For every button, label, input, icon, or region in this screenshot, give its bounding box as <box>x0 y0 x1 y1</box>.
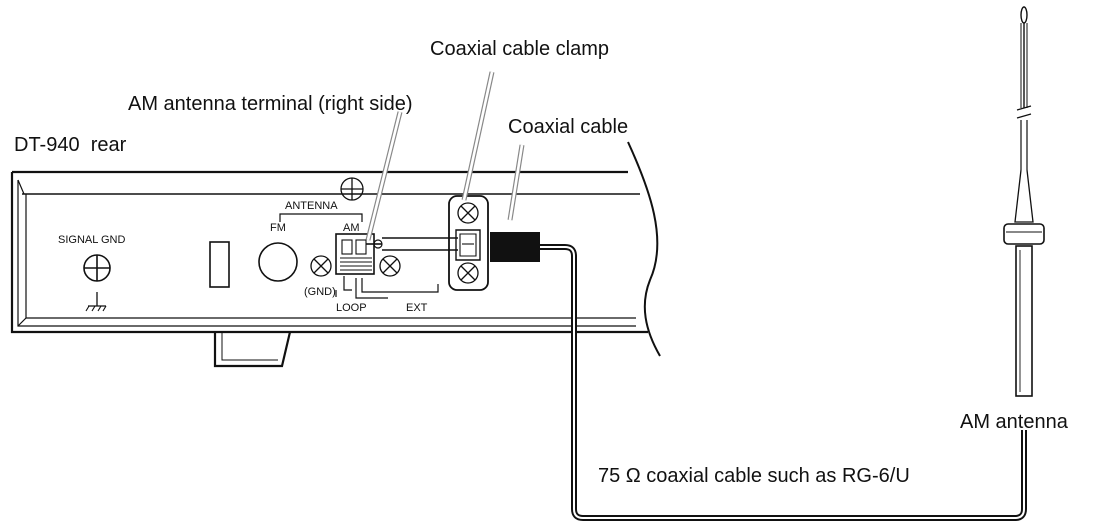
internal-wire <box>382 237 458 251</box>
antenna-bracket <box>279 213 363 222</box>
clamp-label: Coaxial cable clamp <box>430 38 609 60</box>
cable-spec-label: 75 Ω coaxial cable such as RG-6/U <box>598 465 910 487</box>
am-text: AM <box>343 222 360 234</box>
panel-slot <box>209 241 230 288</box>
fm-connector-icon <box>258 242 298 282</box>
ext-text: EXT <box>406 302 428 314</box>
screw-icon <box>310 255 332 277</box>
antenna-text: ANTENNA <box>285 200 338 212</box>
terminal-label: AM antenna terminal (right side) <box>128 93 413 115</box>
signal-gnd-terminal <box>83 254 111 312</box>
tuner-chassis <box>10 141 661 368</box>
loop-text: LOOP <box>336 302 367 314</box>
device-view-label: DT-940 rear <box>14 134 127 156</box>
leader-lines-inner <box>366 71 524 241</box>
screw-icon <box>379 255 401 277</box>
terminal-brackets <box>335 276 439 299</box>
coax-label: Coaxial cable <box>508 116 628 138</box>
coaxial-cable <box>490 232 1027 521</box>
signal-gnd-text: SIGNAL GND <box>58 234 125 246</box>
gnd-text: (GND) <box>304 286 336 298</box>
am-terminal-block <box>335 233 383 275</box>
antenna-label: AM antenna <box>960 411 1069 433</box>
coaxial-cable-clamp <box>448 195 489 291</box>
am-antenna <box>1003 6 1045 397</box>
fm-text: FM <box>270 222 286 234</box>
antenna-mount-screw-icon <box>340 177 364 201</box>
